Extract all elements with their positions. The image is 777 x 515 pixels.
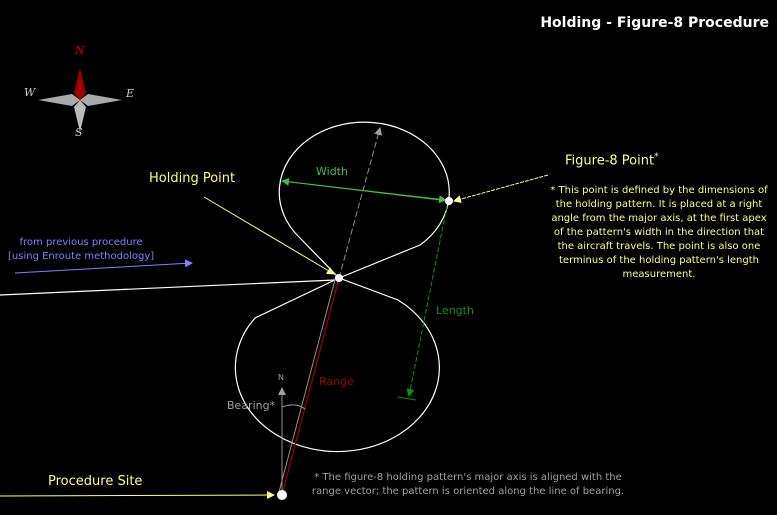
range-label: Range	[319, 375, 354, 388]
holding-point-marker	[335, 274, 343, 282]
width-label: Width	[316, 165, 348, 178]
figure8-point-pointer	[453, 174, 549, 203]
page-title: Holding - Figure-8 Procedure	[540, 15, 769, 31]
prev-procedure-label: from previous procedure [using Enroute me…	[8, 236, 154, 264]
bearing-arc	[281, 404, 306, 410]
prev-line1: from previous procedure	[19, 237, 143, 248]
figure8-point-text: Figure-8 Point	[565, 153, 655, 169]
length-tick	[397, 396, 417, 401]
procedure-site-marker	[277, 490, 287, 500]
compass-rose-icon	[38, 68, 122, 132]
procedure-site-label: Procedure Site	[48, 474, 143, 489]
compass-west-label: W	[24, 86, 36, 99]
prev-procedure-arrow	[14, 259, 193, 274]
compass-north-label: N	[75, 44, 85, 57]
figure8-point-marker	[445, 197, 453, 205]
major-axis	[338, 127, 383, 279]
upper-lobe	[278, 121, 450, 279]
lower-lobe	[234, 277, 440, 453]
prev-line2: [using Enroute methodology]	[8, 251, 155, 262]
range-line	[281, 277, 340, 496]
compass-south-label: S	[75, 126, 83, 139]
length-arrow	[406, 205, 448, 397]
procedure-site-pointer	[0, 491, 275, 500]
north-label: N	[278, 373, 284, 382]
figure8-point-label: Figure-8 Point*	[565, 152, 659, 168]
range-parallel	[278, 275, 337, 493]
figure8-point-note: * This point is defined by the dimension…	[550, 185, 768, 280]
bearing-label: Bearing*	[227, 399, 276, 412]
figure8-asterisk: *	[654, 152, 659, 162]
compass-east-label: E	[126, 87, 135, 100]
major-axis-note: * The figure-8 holding pattern's major a…	[311, 472, 625, 497]
width-arrow-reverse	[281, 180, 447, 204]
holding-point-pointer	[203, 196, 335, 275]
holding-point-label: Holding Point	[149, 171, 236, 186]
length-label: Length	[436, 304, 474, 317]
inbound-track	[0, 279, 336, 296]
